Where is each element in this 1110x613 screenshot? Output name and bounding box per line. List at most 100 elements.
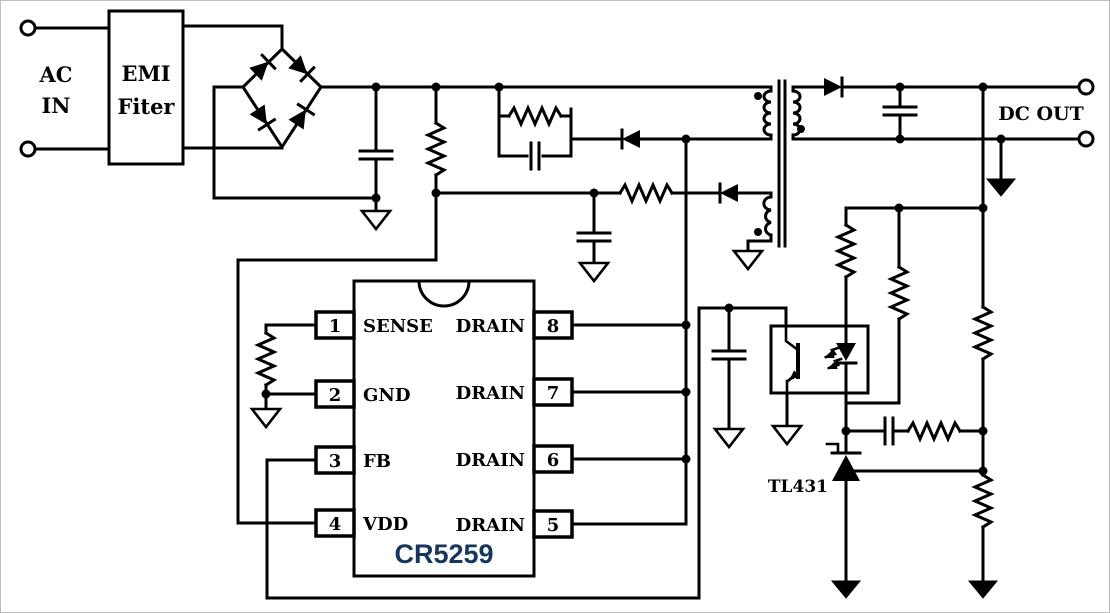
- wire: [497, 85, 688, 158]
- snubber-resistor: [507, 106, 563, 126]
- ac-terminal-bottom: [19, 140, 37, 158]
- wire: [844, 206, 985, 330]
- junction-dot: [724, 303, 734, 313]
- divider-ground: [968, 580, 998, 599]
- pin-number: 4: [329, 514, 342, 535]
- pin-box-4: [314, 508, 356, 538]
- junction-dot: [996, 134, 1006, 144]
- wires: [33, 24, 1081, 600]
- junction-dot: [841, 426, 851, 436]
- emi-filter-box: [107, 9, 185, 166]
- opto-emitter-ground: [771, 424, 803, 446]
- pin-label-gnd: GND: [363, 385, 410, 406]
- tl431-triangle: [832, 455, 860, 481]
- junction-dot: [261, 389, 271, 399]
- junction-dot: [681, 387, 691, 397]
- wire: [212, 85, 378, 200]
- auxiliary-ground: [732, 249, 764, 271]
- output-rectifier-diode-icon: [822, 76, 844, 98]
- sense-resistor: [256, 331, 276, 387]
- auxiliary-winding: [762, 195, 773, 237]
- auxiliary-phase-dot: [754, 228, 762, 236]
- vdd-supply: [576, 182, 740, 283]
- dc-output: DC OUT: [998, 78, 1095, 148]
- bridge-diode-icon: [248, 103, 276, 131]
- dc-out-label: DC OUT: [998, 103, 1083, 125]
- compensation-resistor: [906, 421, 962, 441]
- pin-label-drain: DRAIN: [456, 515, 525, 536]
- startup-resistor: [426, 121, 446, 177]
- ic-part-number: CR5259: [394, 539, 493, 569]
- emi-filter: EMI Fiter: [107, 9, 185, 166]
- bulk-capacitor: [358, 149, 394, 161]
- emi-label-line1: EMI: [121, 61, 170, 86]
- ic-notch: [417, 279, 471, 308]
- light-arrow-icon: [824, 346, 840, 359]
- pin-label-drain: DRAIN: [456, 383, 525, 404]
- junction-dot: [978, 426, 988, 436]
- pin-label-vdd: VDD: [362, 514, 408, 535]
- wire: [570, 323, 688, 461]
- secondary-phase-dot: [797, 125, 805, 133]
- junction-dot: [978, 203, 988, 213]
- ac-input: AC IN: [19, 19, 73, 158]
- emitter-arrow-icon: [789, 370, 800, 381]
- ac-terminal-top: [19, 19, 37, 37]
- optocoupler: [769, 324, 870, 395]
- transformer: [754, 79, 805, 248]
- ac-in-label-line1: AC: [38, 62, 72, 87]
- wire: [319, 85, 773, 93]
- pin-box-6: [532, 444, 574, 474]
- emi-label-line2: Fiter: [117, 94, 175, 119]
- junction-dot: [895, 82, 905, 92]
- bridge-diode-icon: [287, 103, 315, 131]
- pin-number: 3: [329, 451, 342, 472]
- tl431-ground: [831, 580, 861, 599]
- vdd-resistor: [618, 183, 674, 203]
- junction-dot: [978, 82, 988, 92]
- pin-box-8: [532, 310, 574, 340]
- dc-terminal-positive: [1077, 78, 1095, 96]
- junction-dot: [431, 188, 441, 198]
- pin-number: 6: [547, 450, 560, 471]
- tl431-regulator: TL431: [768, 442, 862, 497]
- tl431-ref-tick: [825, 442, 840, 455]
- pin-box-5: [532, 509, 574, 539]
- wire: [236, 191, 438, 525]
- tl431-label: TL431: [768, 477, 828, 497]
- collector: [784, 326, 800, 352]
- junction-dot: [371, 193, 381, 203]
- sense-ground: [250, 407, 282, 429]
- junction-dot: [371, 82, 381, 92]
- opto-led-icon: [834, 326, 858, 395]
- pin-number: 5: [547, 515, 560, 536]
- divider-lower-resistor: [973, 473, 993, 529]
- pin-number: 8: [547, 316, 560, 337]
- pin-label-drain: DRAIN: [456, 450, 525, 471]
- pin-label-sense: SENSE: [363, 316, 433, 337]
- junction-dots: [261, 82, 1006, 476]
- opto-feed-resistor: [836, 223, 856, 279]
- primary-phase-dot: [754, 92, 762, 100]
- pin-label-drain: DRAIN: [456, 316, 525, 337]
- output-capacitor: [882, 105, 918, 117]
- pin-label-fb: FB: [363, 451, 391, 472]
- junction-dot: [895, 134, 905, 144]
- dc-terminal-negative: [1077, 130, 1095, 148]
- vdd-capacitor: [576, 231, 612, 243]
- pin-box-2: [314, 379, 356, 409]
- junction-dot: [978, 466, 988, 476]
- pin-number: 1: [329, 316, 342, 337]
- primary-winding: [762, 89, 773, 137]
- junction-dot: [589, 188, 599, 198]
- pin-box-3: [314, 445, 356, 475]
- bridge-rectifier: [241, 46, 323, 150]
- vdd-capacitor-ground: [578, 261, 610, 283]
- junction-dot: [681, 134, 691, 144]
- wire: [265, 306, 788, 600]
- vdd-diode-icon: [718, 182, 740, 204]
- wire: [844, 206, 901, 405]
- pin-box-7: [532, 377, 574, 407]
